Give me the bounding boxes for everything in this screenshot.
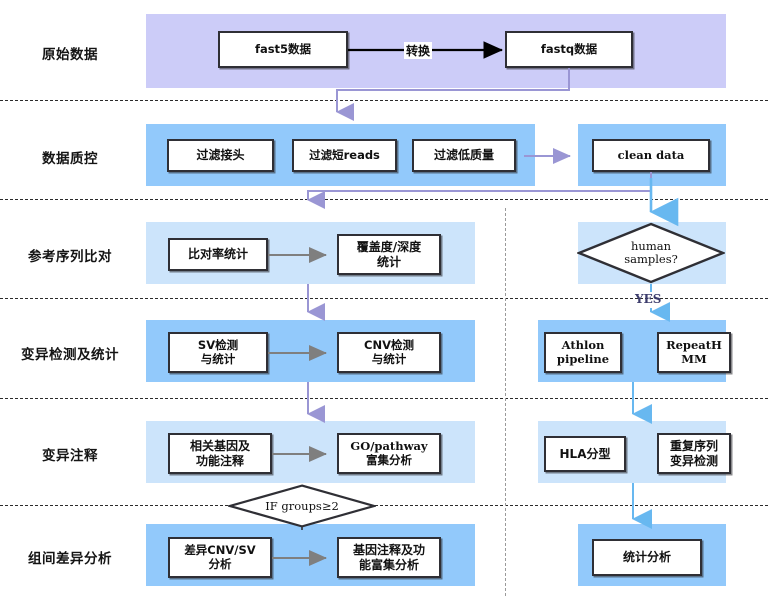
- node-clean-data-label: clean data: [617, 147, 685, 162]
- node-repeathmm-label: RepeatH MM: [662, 337, 726, 366]
- edge-human-samples-yes: [650, 284, 670, 322]
- edge-align-to-variant: [307, 284, 325, 321]
- edge-diffcnvsv-to-geneenrich: [272, 550, 327, 566]
- node-cnv-detection[interactable]: CNV检测 与统计: [337, 332, 441, 373]
- node-athlon-pipeline-label: Athlon pipeline: [553, 337, 613, 366]
- node-filter-short-reads-label: 过滤短reads: [309, 147, 380, 162]
- node-filter-low-quality-label: 过滤低质量: [433, 148, 494, 163]
- edge-qc-to-cleandata: [524, 148, 571, 164]
- node-gene-annotation-enrichment-line2: 能富集分析: [358, 557, 419, 572]
- node-go-pathway-enrichment-line1: GO/pathway: [350, 438, 428, 453]
- edge-label-convert: 转换: [404, 42, 433, 59]
- node-gene-function-annotation-label: 相关基因及 功能注释: [186, 439, 254, 467]
- node-athlon-pipeline-line1: Athlon: [561, 337, 605, 352]
- edge-label-yes: YES: [635, 292, 662, 306]
- node-diff-cnv-sv-analysis-line2: 分析: [208, 556, 232, 571]
- row-label-group-diff: 组间差异分析: [28, 551, 112, 566]
- node-coverage-depth-line1: 覆盖度/深度: [356, 240, 422, 255]
- separator-3: [0, 298, 768, 299]
- node-fast5[interactable]: fast5数据: [218, 31, 348, 68]
- node-gene-function-annotation-line1: 相关基因及: [189, 439, 250, 454]
- node-filter-adapter-label: 过滤接头: [196, 148, 245, 163]
- row-label-raw-data: 原始数据: [42, 47, 98, 62]
- node-repeat-sequence-variant-line1: 重复序列: [669, 439, 718, 454]
- node-gene-function-annotation-line2: 功能注释: [195, 453, 244, 468]
- separator-5: [0, 505, 768, 506]
- node-filter-short-reads[interactable]: 过滤短reads: [292, 139, 397, 172]
- node-human-samples-decision[interactable]: human samples?: [577, 222, 725, 284]
- node-diff-cnv-sv-analysis-label: 差异CNV/SV 分析: [180, 542, 259, 571]
- node-go-pathway-enrichment-label: GO/pathway 富集分析: [346, 438, 431, 467]
- node-human-samples-line1: human: [631, 239, 671, 254]
- diamond-shape: [577, 222, 725, 284]
- node-cnv-detection-line2: 与统计: [371, 351, 407, 366]
- edge-fastq-to-qc: [336, 68, 570, 121]
- edge-alignrate-to-coverage: [268, 247, 327, 263]
- node-alignment-rate-label: 比对率统计: [187, 247, 248, 262]
- separator-1: [0, 100, 768, 101]
- node-cnv-detection-label: CNV检测 与统计: [360, 337, 418, 366]
- node-fastq-label: fastq数据: [540, 41, 598, 56]
- edge-geneannot-to-gopathway: [272, 446, 327, 462]
- node-hla-typing-label: HLA分型: [559, 446, 611, 461]
- node-sv-detection-line2: 与统计: [200, 351, 236, 366]
- node-if-groups-label: IF groups≥2: [265, 498, 339, 513]
- node-coverage-depth-label: 覆盖度/深度 统计: [353, 240, 425, 268]
- edge-hla-to-stat: [632, 483, 652, 529]
- row-label-variant-annot: 变异注释: [42, 448, 98, 463]
- node-coverage-depth-line2: 统计: [376, 254, 401, 269]
- edge-cleandata-split: [307, 172, 679, 227]
- node-fast5-label: fast5数据: [254, 41, 312, 56]
- node-go-pathway-enrichment[interactable]: GO/pathway 富集分析: [337, 433, 441, 474]
- row-label-variant-detect: 变异检测及统计: [21, 347, 119, 362]
- node-gene-function-annotation[interactable]: 相关基因及 功能注释: [168, 433, 272, 474]
- separator-2: [0, 199, 768, 200]
- edge-humanpipe-to-hla: [632, 382, 652, 424]
- node-gene-annotation-enrichment-label: 基因注释及功 能富集分析: [349, 543, 429, 571]
- node-human-samples-label: human samples?: [624, 240, 678, 266]
- vertical-divider: [505, 208, 506, 596]
- node-repeat-sequence-variant-line2: 变异检测: [669, 453, 718, 468]
- node-gene-annotation-enrichment-line1: 基因注释及功: [352, 543, 425, 558]
- node-statistical-analysis-label: 统计分析: [622, 550, 671, 565]
- node-cnv-detection-line1: CNV检测: [364, 337, 414, 352]
- row-label-data-qc: 数据质控: [42, 151, 98, 166]
- node-repeathmm[interactable]: RepeatH MM: [657, 332, 731, 373]
- node-hla-typing[interactable]: HLA分型: [544, 436, 626, 472]
- node-gene-annotation-enrichment[interactable]: 基因注释及功 能富集分析: [337, 537, 441, 578]
- edge-ifgroups-to-groupdiff: [301, 526, 303, 530]
- node-diff-cnv-sv-analysis-line1: 差异CNV/SV: [184, 542, 256, 557]
- node-filter-low-quality[interactable]: 过滤低质量: [412, 139, 516, 172]
- node-go-pathway-enrichment-line2: 富集分析: [366, 452, 412, 467]
- node-repeat-sequence-variant[interactable]: 重复序列 变异检测: [657, 433, 731, 474]
- node-fastq[interactable]: fastq数据: [505, 31, 633, 68]
- node-diff-cnv-sv-analysis[interactable]: 差异CNV/SV 分析: [168, 537, 272, 578]
- node-if-groups-decision[interactable]: IF groups≥2: [228, 484, 376, 528]
- node-sv-detection[interactable]: SV检测 与统计: [168, 332, 268, 373]
- node-statistical-analysis[interactable]: 统计分析: [592, 539, 702, 576]
- node-alignment-rate[interactable]: 比对率统计: [168, 238, 268, 271]
- edge-sv-to-cnv: [268, 345, 327, 361]
- node-sv-detection-label: SV检测 与统计: [194, 337, 242, 366]
- node-filter-adapter[interactable]: 过滤接头: [167, 139, 274, 172]
- node-repeathmm-line2: MM: [681, 351, 707, 366]
- node-athlon-pipeline-line2: pipeline: [556, 351, 610, 366]
- node-clean-data[interactable]: clean data: [592, 139, 710, 172]
- separator-4: [0, 398, 768, 399]
- node-athlon-pipeline[interactable]: Athlon pipeline: [544, 332, 622, 373]
- node-sv-detection-line1: SV检测: [197, 337, 239, 352]
- node-human-samples-line2: samples?: [624, 252, 678, 266]
- node-repeathmm-line1: RepeatH: [666, 337, 722, 352]
- node-coverage-depth[interactable]: 覆盖度/深度 统计: [337, 234, 441, 275]
- row-label-reference-align: 参考序列比对: [28, 249, 112, 264]
- node-repeat-sequence-variant-label: 重复序列 变异检测: [666, 439, 722, 467]
- edge-variant-to-annot: [307, 382, 325, 423]
